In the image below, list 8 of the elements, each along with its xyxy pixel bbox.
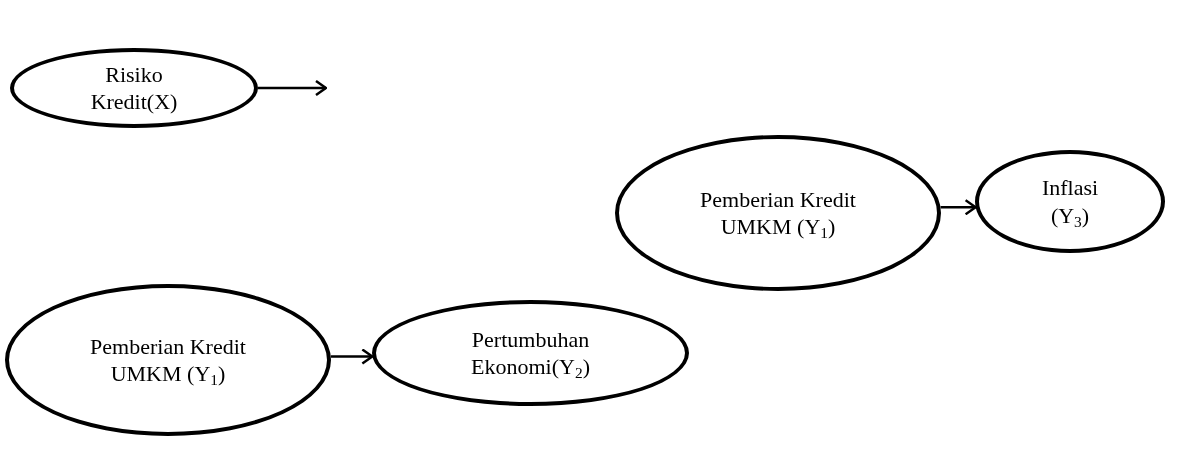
arrow bbox=[258, 79, 328, 97]
variable-label: Inflasi (Y$_{3}$) bbox=[1040, 174, 1100, 229]
variable-label: Pemberian Kredit UMKM (Y$_{1}$) bbox=[699, 185, 857, 241]
arrow bbox=[940, 199, 977, 216]
variable-label: Pertumbuhan Ekonomi(Y$_{2}$) bbox=[470, 325, 591, 381]
arrow bbox=[330, 348, 374, 365]
variable-label: Risiko Kredit(X) bbox=[89, 60, 179, 116]
variable-label: Pemberian Kredit UMKM (Y$_{1}$) bbox=[89, 332, 247, 388]
